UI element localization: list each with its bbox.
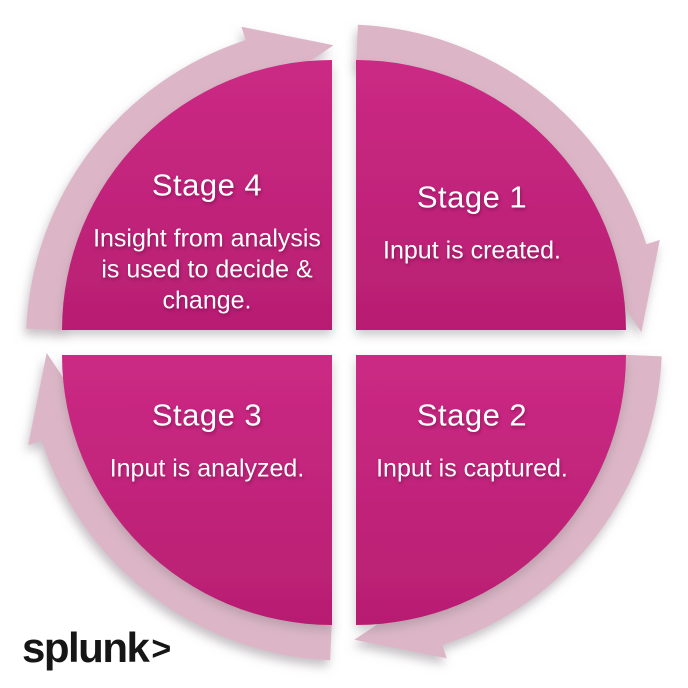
stage1-quadrant	[356, 60, 626, 330]
splunk-logo-chevron-icon: >	[151, 629, 172, 668]
arrow-stage4-to-stage1	[26, 26, 334, 331]
arrow-stage3-to-stage4	[28, 352, 332, 661]
stage3-quadrant	[62, 355, 332, 625]
arrow-stage1-to-stage2	[356, 24, 660, 333]
arrow-stage2-to-stage3	[354, 354, 662, 659]
stage4-quadrant	[62, 60, 332, 330]
stage2-quadrant	[356, 355, 626, 625]
splunk-logo-text: splunk	[22, 624, 150, 671]
splunk-logo: splunk >	[22, 624, 171, 672]
